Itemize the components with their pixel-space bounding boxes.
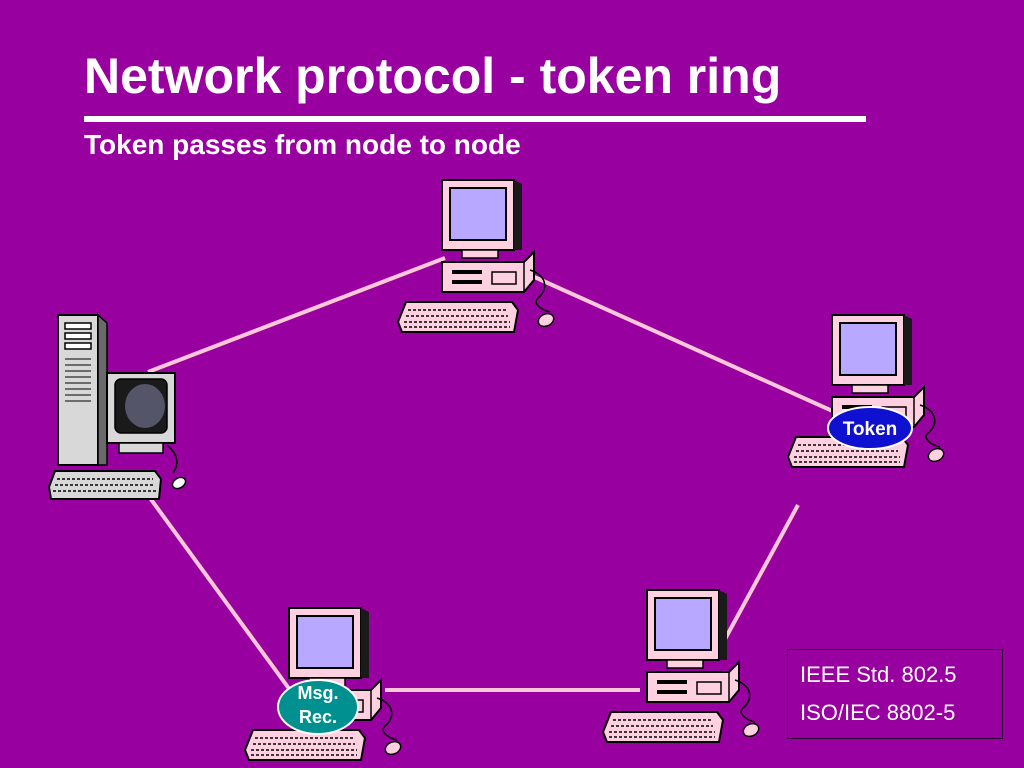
- msg-badge-line2: Rec.: [299, 707, 337, 727]
- desktop-computer-icon: [397, 179, 557, 333]
- slide-title: Network protocol - token ring: [84, 48, 782, 104]
- token-badge: Token: [827, 406, 913, 450]
- standards-box: IEEE Std. 802.5 ISO/IEC 8802-5: [787, 649, 1003, 739]
- node-top-computer: [397, 179, 557, 333]
- ring-link-top-right: [529, 273, 849, 420]
- title-underline: [84, 116, 866, 122]
- node-server: [47, 313, 187, 500]
- server-icon: [47, 313, 187, 500]
- ring-link-right-bottomright: [716, 504, 800, 653]
- msg-badge-line1: Msg.: [297, 683, 338, 703]
- ring-link-bottomleft-server: [148, 496, 292, 692]
- token-badge-label: Token: [843, 419, 898, 440]
- standard-ieee: IEEE Std. 802.5: [800, 662, 957, 687]
- standard-iso: ISO/IEC 8802-5: [800, 700, 956, 725]
- ring-links: [147, 256, 849, 692]
- slide-subtitle: Token passes from node to node: [84, 129, 521, 160]
- message-received-badge: Msg. Rec.: [277, 679, 359, 735]
- ring-link-server-top: [147, 256, 446, 374]
